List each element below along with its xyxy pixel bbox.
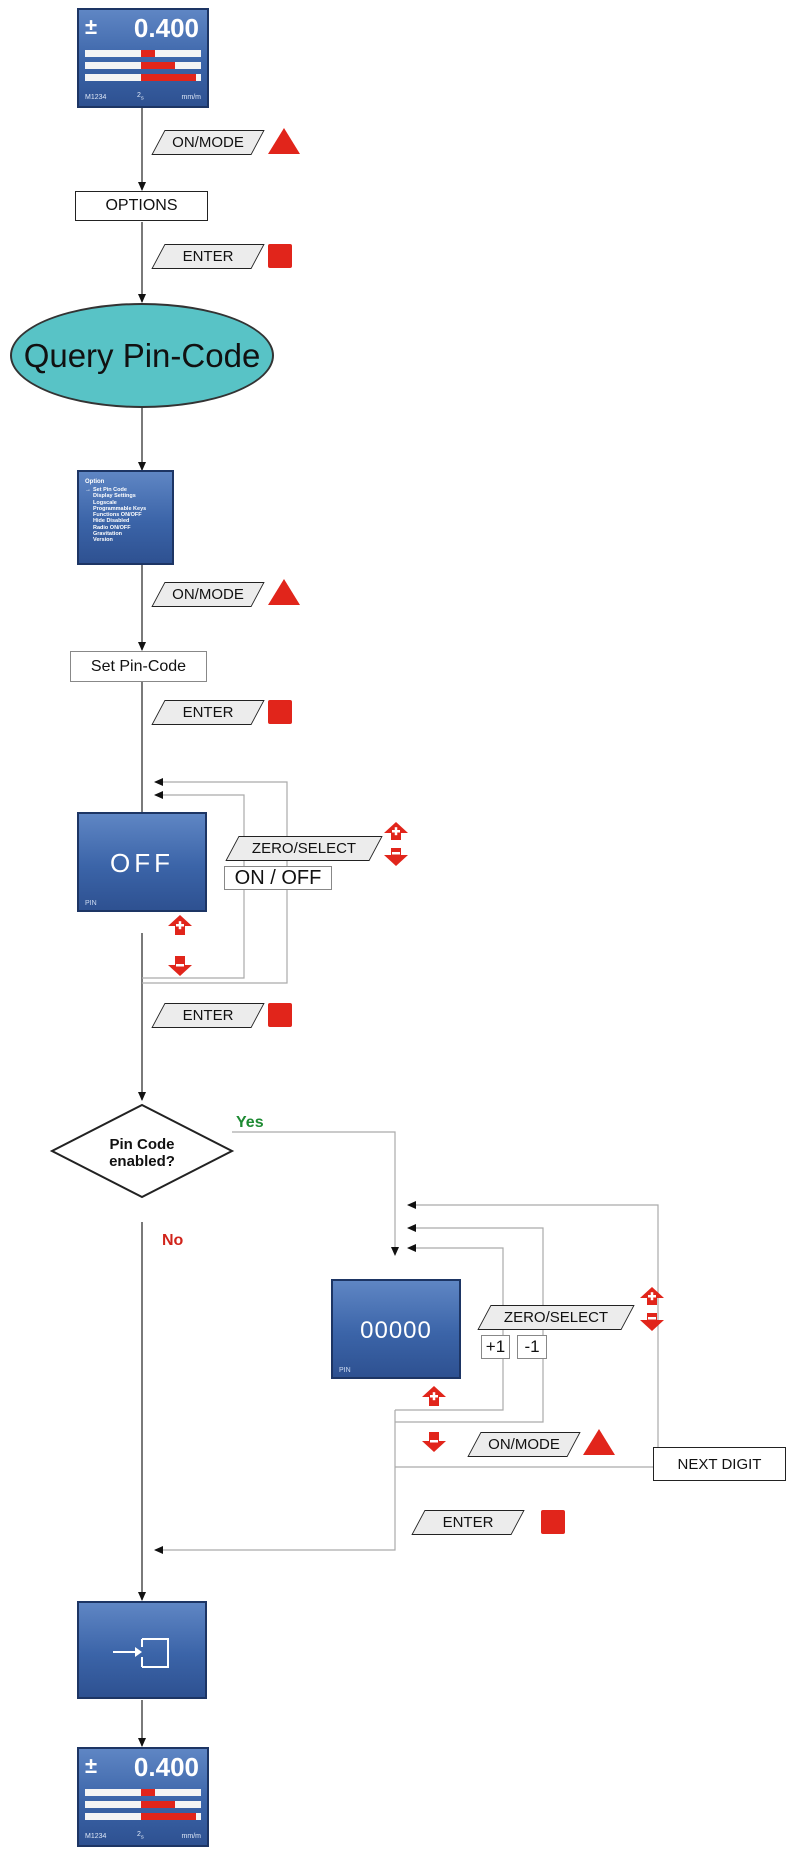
menu-item: Programmable Keys	[93, 505, 147, 512]
minus-arrow-icon	[168, 956, 192, 976]
query-pin-oval: Query Pin-Code	[10, 303, 274, 408]
key-label: ZERO/SELECT	[251, 840, 357, 857]
minus-arrow-icon	[422, 1432, 446, 1452]
level-bar	[85, 1801, 201, 1808]
menu-pointer-icon: →	[85, 487, 91, 493]
pin-toggle-display: OFF PIN	[77, 812, 207, 912]
enter-key[interactable]: ENTER	[151, 244, 265, 269]
up-triangle-icon	[583, 1429, 615, 1455]
enter-square-icon	[268, 700, 292, 724]
level-bar	[85, 1813, 201, 1820]
level-bar-fill	[140, 50, 155, 57]
plus-one-hint: +1	[481, 1335, 510, 1359]
no-label: No	[162, 1232, 184, 1249]
key-label: ON/MODE	[488, 1436, 560, 1453]
level-bar	[85, 50, 201, 57]
menu-item: Hide Disabled	[93, 518, 130, 525]
mode-sub: s	[140, 95, 144, 101]
bottom-display: ± 0.400 M1234 2s mm/m	[77, 1747, 209, 1847]
level-bar	[85, 1789, 201, 1796]
pin-entry-value: 00000	[360, 1317, 432, 1344]
decision-question: Pin Code enabled?	[52, 1136, 232, 1170]
menu-item: Set Pin Code	[93, 487, 127, 493]
next-digit-box: NEXT DIGIT	[653, 1447, 786, 1481]
exit-display	[77, 1601, 207, 1699]
display-unit: mm/m	[181, 94, 201, 101]
menu-title: Option	[85, 479, 105, 485]
level-bar-fill	[140, 1801, 176, 1808]
enter-key[interactable]: ENTER	[411, 1510, 525, 1535]
display-mode: 2s	[137, 1831, 144, 1840]
on-mode-key[interactable]: ON/MODE	[151, 582, 265, 607]
on-mode-key[interactable]: ON/MODE	[467, 1432, 581, 1457]
zero-select-key[interactable]: ZERO/SELECT	[477, 1305, 635, 1330]
level-bar	[85, 62, 201, 69]
yes-branch	[232, 1131, 399, 1256]
up-triangle-icon	[268, 128, 300, 154]
decision-line-2: enabled?	[109, 1153, 175, 1170]
zero-select-key[interactable]: ZERO/SELECT	[225, 836, 383, 861]
decision-line-1: Pin Code	[109, 1136, 175, 1153]
key-label: ZERO/SELECT	[503, 1309, 609, 1326]
minus-one-hint: -1	[517, 1335, 547, 1359]
level-bar-fill	[140, 1789, 155, 1796]
key-label: ENTER	[182, 704, 234, 721]
enter-square-icon	[268, 1003, 292, 1027]
plus-minus-arrows-icon	[384, 822, 408, 866]
key-label: ON/MODE	[172, 586, 244, 603]
display-sign: ±	[85, 1753, 98, 1778]
mode-value: 2	[137, 91, 141, 99]
display-sign: ±	[85, 14, 98, 39]
enter-square-icon	[541, 1510, 565, 1534]
pin-toggle-value: OFF	[110, 848, 174, 878]
level-bar-fill	[140, 74, 197, 81]
next-digit-line	[395, 1201, 659, 1468]
level-bar-fill	[140, 62, 176, 69]
display-id: M1234	[85, 1833, 107, 1840]
key-label: ENTER	[182, 1007, 234, 1024]
plus-minus-arrows-icon	[640, 1287, 664, 1331]
decision-diamond	[49, 1103, 235, 1199]
enter-key[interactable]: ENTER	[151, 1003, 265, 1028]
on-off-hint: ON / OFF	[224, 866, 332, 890]
menu-item: Version	[93, 537, 113, 544]
level-bar-fill	[140, 1813, 197, 1820]
display-value: 0.400	[133, 1752, 199, 1782]
menu-item: Logscale	[93, 499, 117, 506]
set-pin-box: Set Pin-Code	[70, 651, 207, 682]
options-box: OPTIONS	[75, 191, 208, 221]
top-display: ± 0.400 M1234 2s mm/m	[77, 8, 209, 108]
plus-arrow-icon	[168, 915, 192, 935]
enter-key[interactable]: ENTER	[151, 700, 265, 725]
menu-item: Functions ON/OFF	[93, 512, 142, 519]
yes-label: Yes	[236, 1114, 264, 1131]
pin-entry-display: 00000 PIN	[331, 1279, 461, 1379]
pin-tag: PIN	[85, 900, 97, 907]
enter-square-icon	[268, 244, 292, 268]
menu-item: Display Settings	[93, 493, 136, 500]
plus-arrow-icon	[422, 1386, 446, 1406]
display-unit: mm/m	[181, 1833, 201, 1840]
menu-item: Gravitation	[93, 531, 123, 538]
exit-icon	[113, 1638, 169, 1668]
level-bar	[85, 74, 201, 81]
up-triangle-icon	[268, 579, 300, 605]
display-id: M1234	[85, 94, 107, 101]
key-label: ENTER	[442, 1514, 494, 1531]
key-label: ENTER	[182, 248, 234, 265]
enter-return-line	[154, 1410, 396, 1554]
on-mode-key[interactable]: ON/MODE	[151, 130, 265, 155]
mode-value: 2	[137, 1830, 141, 1838]
mode-sub: s	[140, 1834, 144, 1840]
display-mode: 2s	[137, 92, 144, 101]
menu-item: Radio ON/OFF	[93, 524, 131, 531]
pin-tag: PIN	[339, 1367, 351, 1374]
display-value: 0.400	[133, 13, 199, 43]
key-label: ON/MODE	[172, 134, 244, 151]
